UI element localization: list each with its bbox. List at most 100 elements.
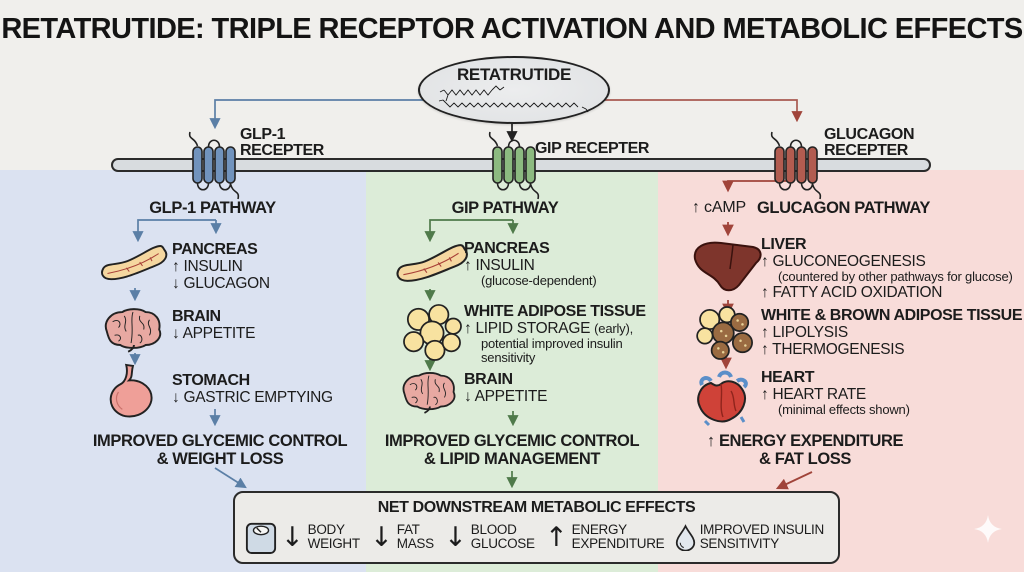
glp1-receptor-icon: [188, 131, 240, 200]
camp-label: ↑ cAMP: [692, 199, 746, 216]
glucagon-receptor-label-line2: RECEPTER: [824, 142, 908, 159]
net-item-line: SENSITIVITY: [699, 536, 780, 551]
organ-title: LIVER: [761, 236, 807, 253]
net-item-line: GLUCOSE: [470, 536, 535, 551]
outcome-line: & WEIGHT LOSS: [156, 450, 284, 468]
organ-effect: ↑ LIPID STORAGE (early),: [464, 320, 646, 337]
glucagon-receptor-label: GLUCAGON RECEPTER: [824, 126, 915, 159]
outcome-line: & FAT LOSS: [759, 450, 851, 468]
organ-effect-note: (countered by other pathways for glucose…: [778, 269, 1013, 284]
glp1-pancreas-text: PANCREAS ↑ INSULIN ↓ GLUCAGON: [172, 241, 270, 292]
outcome-line: IMPROVED GLYCEMIC CONTROL: [92, 432, 348, 450]
glucagon-heart-text: HEART ↑ HEART RATE (minimal effects show…: [761, 369, 910, 417]
glucagon-outcome: ↑ ENERGY EXPENDITURE & FAT LOSS: [645, 432, 965, 468]
net-item-label: IMPROVED INSULIN SENSITIVITY: [699, 521, 825, 552]
net-item-line: EXPENDITURE: [571, 536, 665, 551]
pancreas-icon: [101, 245, 168, 281]
net-item-line: WEIGHT: [307, 536, 361, 551]
outcome-line: ↑ ENERGY EXPENDITURE: [706, 432, 904, 450]
net-item-energy-expenditure: ↑ ENERGY EXPENDITURE: [545, 521, 665, 553]
glp1-brain-text: BRAIN ↓ APPETITE: [172, 308, 255, 342]
glucagon-pathway-heading: GLUCAGON PATHWAY: [757, 199, 930, 217]
sparkle-watermark-icon: [974, 515, 1002, 543]
gip-pancreas-text: PANCREAS ↑ INSULIN (glucose-dependent): [464, 240, 597, 288]
glucagon-receptor-icon: [770, 131, 822, 200]
net-item-label: BLOOD GLUCOSE: [470, 521, 535, 552]
glucagon-liver-text: LIVER ↑ GLUCONEOGENESIS (countered by ot…: [761, 236, 1013, 301]
retatrutide-node: RETATRUTIDE: [418, 56, 610, 124]
droplet-icon: [675, 523, 695, 551]
net-item-line: ENERGY: [571, 521, 628, 537]
organ-effect: ↓ GASTRIC EMPTYING: [172, 389, 333, 406]
glp1-outcome: IMPROVED GLYCEMIC CONTROL & WEIGHT LOSS: [45, 432, 395, 468]
gip-receptor-label: GIP RECEPTER: [535, 140, 650, 157]
drug-name-label: RETATRUTIDE: [456, 65, 572, 84]
gip-outcome: IMPROVED GLYCEMIC CONTROL & LIPID MANAGE…: [337, 432, 687, 468]
organ-effect-note: (minimal effects shown): [778, 402, 910, 417]
net-item-line: FAT: [396, 521, 420, 537]
glp1-receptor-label: GLP-1 RECEPTER: [240, 127, 324, 159]
net-effects-items: ↓ BODY WEIGHT ↓ FAT MASS ↓ BLOOD GLUCOSE: [235, 517, 838, 555]
page-title: RETATRUTIDE: TRIPLE RECEPTOR ACTIVATION …: [1, 13, 1023, 45]
gip-adipose-text: WHITE ADIPOSE TISSUE ↑ LIPID STORAGE (ea…: [464, 303, 646, 365]
net-item-label: FAT MASS: [396, 521, 434, 552]
glucagon-adipose-text: WHITE & BROWN ADIPOSE TISSUE ↑ LIPOLYSIS…: [761, 307, 1023, 358]
down-arrow-icon: ↓: [281, 521, 304, 553]
net-item-line: MASS: [396, 536, 434, 551]
down-arrow-icon: ↓: [444, 521, 467, 553]
gip-brain-text: BRAIN ↓ APPETITE: [464, 371, 547, 405]
net-item-blood-glucose: ↓ BLOOD GLUCOSE: [444, 521, 535, 553]
organ-title: PANCREAS: [172, 241, 258, 258]
brain-icon: [104, 308, 162, 353]
brain-icon: [402, 372, 456, 414]
net-effects-box: NET DOWNSTREAM METABOLIC EFFECTS ↓ BODY …: [233, 491, 840, 564]
glp1-receptor-label-line1: GLP-1: [240, 126, 286, 143]
organ-title: BRAIN: [172, 308, 221, 325]
organ-effect: ↓ APPETITE: [172, 325, 256, 342]
organ-effect: ↑ LIPOLYSIS: [761, 324, 848, 341]
net-item-fat-mass: ↓ FAT MASS: [370, 521, 434, 553]
net-item-line: IMPROVED INSULIN: [699, 521, 825, 537]
glp1-pathway-heading: GLP-1 PATHWAY: [149, 199, 276, 217]
outcome-line: & LIPID MANAGEMENT: [423, 450, 601, 468]
organ-effect-note: (glucose-dependent): [481, 273, 597, 288]
organ-effect: ↑ GLUCONEOGENESIS: [761, 253, 926, 270]
net-item-label: BODY WEIGHT: [307, 521, 361, 552]
organ-effect: ↓ GLUCAGON: [172, 275, 270, 292]
glucagon-receptor-label-line1: GLUCAGON: [824, 126, 915, 143]
organ-effect: ↓ APPETITE: [464, 388, 548, 405]
pancreas-icon: [396, 244, 468, 282]
chemical-structure-icon: [438, 85, 589, 113]
organ-title: WHITE ADIPOSE TISSUE: [464, 303, 646, 320]
glp1-stomach-text: STOMACH ↓ GASTRIC EMPTYING: [172, 372, 333, 406]
liver-icon: [693, 241, 762, 292]
organ-effect: ↑ INSULIN: [464, 257, 535, 274]
stomach-icon: [109, 363, 153, 418]
white-adipose-icon: [403, 304, 462, 361]
organ-effect: ↑ HEART RATE: [761, 386, 866, 403]
organ-effect: ↑ INSULIN: [172, 258, 243, 275]
net-item-body-weight: ↓ BODY WEIGHT: [245, 519, 360, 555]
net-item-line: BODY: [307, 521, 345, 537]
net-effects-heading: NET DOWNSTREAM METABOLIC EFFECTS: [377, 499, 696, 516]
heart-icon: [697, 370, 748, 427]
up-arrow-icon: ↑: [545, 521, 568, 553]
outcome-line: IMPROVED GLYCEMIC CONTROL: [384, 432, 640, 450]
organ-title: WHITE & BROWN ADIPOSE TISSUE: [761, 307, 1023, 324]
organ-effect: ↑ THERMOGENESIS: [761, 341, 905, 358]
organ-title: HEART: [761, 369, 815, 386]
net-item-line: BLOOD: [470, 521, 517, 537]
glp1-receptor-label-line2: RECEPTER: [240, 142, 324, 159]
organ-title: STOMACH: [172, 372, 250, 389]
net-item-label: ENERGY EXPENDITURE: [571, 521, 665, 552]
white-brown-adipose-icon: [696, 306, 753, 360]
organ-effect-note: (early),: [594, 321, 634, 336]
organ-title: PANCREAS: [464, 240, 550, 257]
organ-title: BRAIN: [464, 371, 513, 388]
scale-icon: [245, 522, 277, 554]
down-arrow-icon: ↓: [370, 521, 393, 553]
organ-effect-main: ↑ LIPID STORAGE: [464, 320, 591, 337]
organ-effect-note: potential improved insulin: [481, 336, 623, 351]
gip-pathway-heading: GIP PATHWAY: [451, 199, 559, 217]
